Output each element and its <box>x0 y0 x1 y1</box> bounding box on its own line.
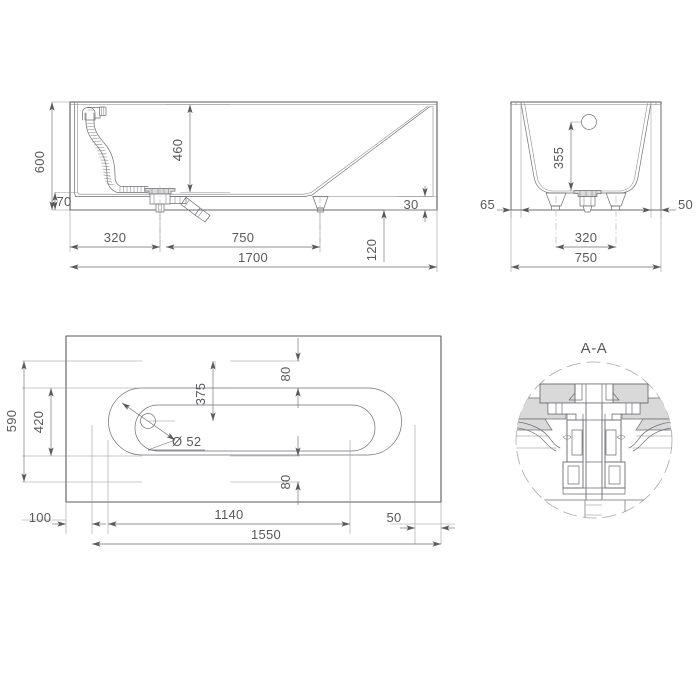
front-elevation-view: 600 70 460 30 120 <box>32 101 438 272</box>
dimension-1700-label: 1700 <box>238 250 268 265</box>
detail-section-label: A-A <box>581 340 608 357</box>
dimension-750-label: 750 <box>575 250 598 265</box>
dimension-120-label: 120 <box>364 239 379 262</box>
dimension-320-side: 320 <box>555 230 616 250</box>
dimension-70: 70 <box>52 192 78 210</box>
dimension-590: 590 <box>4 360 27 482</box>
overflow-opening-icon <box>581 114 597 130</box>
dimension-50-plan-label: 50 <box>386 510 401 525</box>
dimension-750: 750 <box>165 210 321 252</box>
dimension-65-label: 65 <box>480 197 495 212</box>
dimension-1140: 1140 <box>107 507 350 527</box>
dimension-50-label: 50 <box>678 197 693 212</box>
side-elevation-view: 355 65 50 320 750 <box>480 101 693 272</box>
dimension-590-label: 590 <box>4 410 19 433</box>
detail-section-view: A-A <box>515 340 673 519</box>
dimension-355-label: 355 <box>551 147 566 170</box>
dimension-120: 120 <box>364 209 398 262</box>
dimension-50-side: 50 <box>637 103 693 218</box>
side-tub-feet <box>545 192 627 211</box>
dimension-80-bottom: 80 <box>230 436 301 505</box>
dimension-355: 355 <box>551 121 582 191</box>
overflow-hose <box>85 112 149 193</box>
dimension-750-side: 750 <box>510 210 662 272</box>
dimension-460: 460 <box>165 104 230 193</box>
front-elevation-tub-outline <box>69 101 438 211</box>
dimension-80-bottom-label: 80 <box>278 474 293 489</box>
dimension-100-label: 100 <box>29 510 52 525</box>
dimension-375: 375 <box>193 360 216 421</box>
dimension-320-label: 320 <box>104 230 127 245</box>
plan-diameter-label: Ø 52 <box>172 434 201 449</box>
plan-view: Ø 52 590 420 375 80 <box>4 335 455 547</box>
dimension-320-side-label: 320 <box>575 230 598 245</box>
dimension-420: 420 <box>31 387 54 456</box>
dimension-30-label: 30 <box>403 197 418 212</box>
dimension-320: 320 <box>69 210 161 252</box>
dimension-1550-label: 1550 <box>251 527 281 542</box>
dimension-1700: 1700 <box>69 210 438 272</box>
dimension-1140-label: 1140 <box>214 507 243 522</box>
dimension-460-label: 460 <box>170 139 185 162</box>
dimension-1550: 1550 <box>91 527 441 547</box>
plan-outer-rectangle <box>65 335 442 503</box>
plan-diameter-leader: Ø 52 <box>121 402 205 451</box>
dimension-420-label: 420 <box>31 411 46 434</box>
tub-foot-right <box>312 196 329 213</box>
dimension-80-top-label: 80 <box>278 366 293 381</box>
dimension-750-label: 750 <box>232 230 255 245</box>
waste-trap-assembly <box>144 188 211 223</box>
plan-outer-bowl <box>108 387 402 456</box>
dimension-70-label: 70 <box>56 194 71 209</box>
dimension-65: 65 <box>480 103 535 218</box>
plan-inner-bowl <box>134 404 376 452</box>
dimension-30: 30 <box>398 186 437 222</box>
detail-section-content <box>516 383 672 518</box>
dimension-600-label: 600 <box>32 151 47 174</box>
detail-boundary-circle <box>515 361 673 519</box>
dimension-100: 100 <box>22 510 106 527</box>
dimension-80-top: 80 <box>230 338 301 408</box>
side-waste-assembly <box>573 190 602 213</box>
overflow-elbow <box>82 106 107 121</box>
dimension-50-plan: 50 <box>386 510 455 531</box>
dimension-375-label: 375 <box>193 383 208 406</box>
